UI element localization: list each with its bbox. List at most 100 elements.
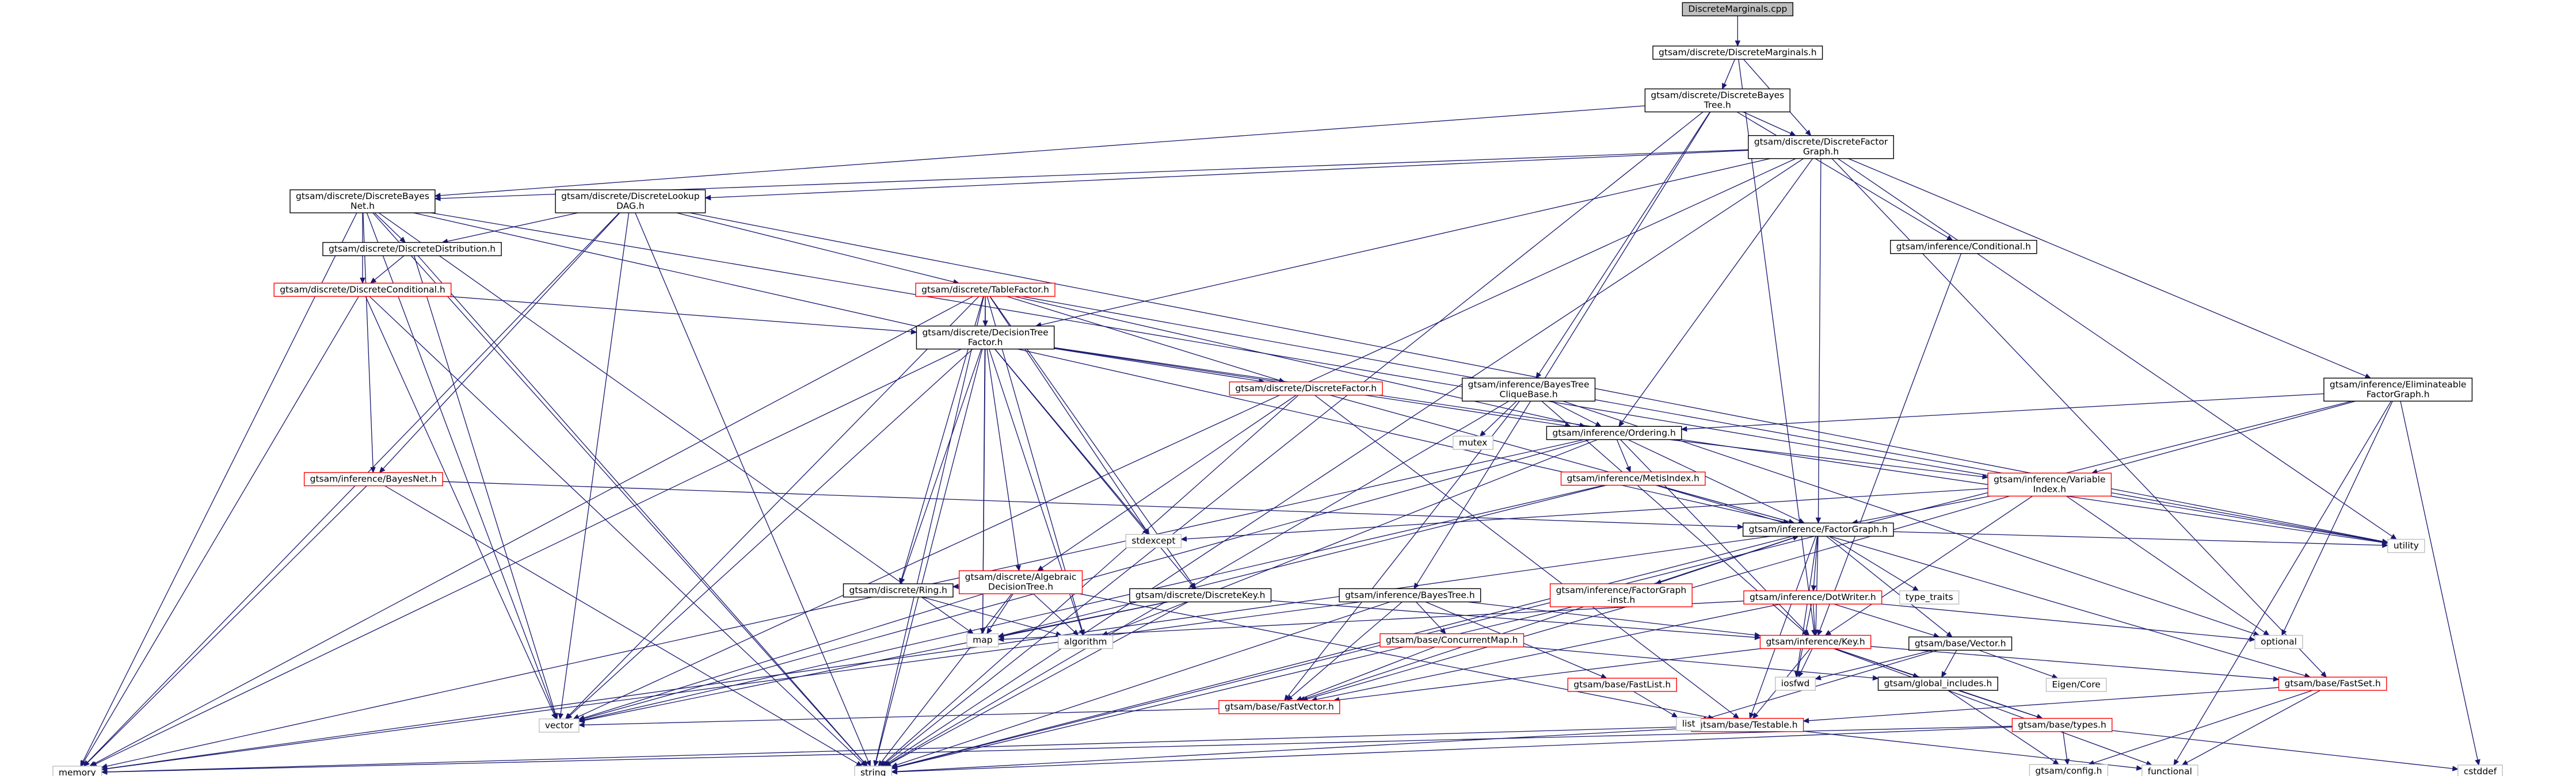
edge-line bbox=[901, 349, 982, 579]
edge-ifg-to-idot bbox=[1811, 536, 1819, 592]
edge-arrowhead bbox=[986, 628, 993, 634]
file-node-btypes[interactable]: gtsam/base/types.h bbox=[2011, 718, 2113, 732]
edge-iorder-to-s-memory bbox=[101, 439, 1584, 769]
node-label: gtsam/discrete/DiscreteMarginals.h bbox=[1659, 47, 1817, 58]
edge-line bbox=[96, 349, 962, 764]
node-box bbox=[958, 570, 1083, 594]
file-node-ifginst[interactable]: gtsam/inference/FactorGraph-inst.h bbox=[1549, 583, 1693, 607]
edge-line bbox=[1416, 601, 1443, 630]
file-node-bvector[interactable]: gtsam/base/Vector.h bbox=[1908, 636, 2013, 651]
edge-arrowhead bbox=[1752, 712, 1759, 719]
edge-dcond-to-ddt bbox=[448, 296, 917, 335]
node-box bbox=[1560, 471, 1706, 486]
file-node-dmarg[interactable]: gtsam/discrete/DiscreteMarginals.h bbox=[1652, 45, 1823, 60]
node-box bbox=[1058, 634, 1114, 649]
edge-dfg-to-iorder bbox=[1618, 158, 1813, 427]
edge-line bbox=[1628, 439, 1800, 521]
node-box bbox=[854, 766, 893, 776]
file-node-s-map: map bbox=[966, 633, 999, 648]
file-node-bcmap[interactable]: gtsam/base/ConcurrentMap.h bbox=[1380, 633, 1525, 648]
node-box bbox=[1748, 135, 1894, 159]
edge-line bbox=[87, 486, 367, 763]
edge-arrowhead bbox=[566, 713, 573, 720]
edge-ivar-to-s-optional bbox=[2066, 495, 2270, 636]
file-node-imetis[interactable]: gtsam/inference/MetisIndex.h bbox=[1560, 471, 1706, 486]
edge-root-to-dmarg bbox=[1735, 16, 1741, 47]
edge-dlookup-to-s-vector bbox=[558, 212, 630, 720]
node-label: gtsam/inference/Conditional.h bbox=[1896, 242, 2031, 252]
file-node-dring[interactable]: gtsam/discrete/Ring.h bbox=[843, 583, 954, 598]
edge-arrowhead bbox=[891, 762, 898, 768]
edge-ibtc-to-iorder bbox=[1551, 400, 1602, 427]
file-node-ikey[interactable]: gtsam/inference/Key.h bbox=[1759, 634, 1872, 649]
file-node-iorder[interactable]: gtsam/inference/Ordering.h bbox=[1546, 426, 1682, 440]
file-node-bfastset[interactable]: gtsam/base/FastSet.h bbox=[2278, 676, 2387, 691]
node-box bbox=[1908, 636, 2013, 651]
node-label: gtsam/discrete/DiscreteFactor.h bbox=[1235, 383, 1377, 393]
file-node-dcond[interactable]: gtsam/discrete/DiscreteConditional.h bbox=[273, 282, 452, 297]
file-node-bfastlist[interactable]: gtsam/base/FastList.h bbox=[1567, 678, 1677, 692]
file-node-bfastvec[interactable]: gtsam/base/FastVector.h bbox=[1218, 699, 1340, 714]
edge-arrowhead bbox=[2136, 765, 2143, 771]
edge-line bbox=[1616, 439, 1629, 468]
edge-dtable-to-s-string bbox=[873, 296, 985, 767]
node-label: Index.h bbox=[2033, 484, 2066, 494]
edge-arrowhead bbox=[2390, 534, 2398, 540]
edge-line bbox=[1751, 536, 1816, 714]
edge-gincl-to-btypes bbox=[1957, 690, 2043, 720]
file-node-icond[interactable]: gtsam/inference/Conditional.h bbox=[1890, 240, 2037, 254]
node-label: gtsam/discrete/DiscreteLookup bbox=[561, 191, 699, 201]
node-box bbox=[1461, 377, 1596, 402]
file-node-root[interactable]: DiscreteMarginals.cpp bbox=[1682, 2, 1793, 17]
file-node-ddist[interactable]: gtsam/discrete/DiscreteDistribution.h bbox=[322, 242, 502, 257]
edge-bfastlist-to-s-list bbox=[1633, 691, 1678, 718]
edge-arrowhead bbox=[878, 760, 884, 767]
node-box bbox=[843, 583, 954, 598]
edge-arrowhead bbox=[578, 722, 585, 728]
edge-ibtree-to-bfastvec bbox=[1286, 601, 1403, 701]
node-label: gtsam/base/types.h bbox=[2018, 720, 2106, 730]
file-node-dkey[interactable]: gtsam/discrete/DiscreteKey.h bbox=[1129, 588, 1272, 603]
file-node-idot[interactable]: gtsam/inference/DotWriter.h bbox=[1743, 590, 1883, 605]
edge-bvector-to-s-iosfwd bbox=[1815, 649, 1934, 681]
edge-arrowhead bbox=[558, 713, 564, 720]
node-label: gtsam/config.h bbox=[2035, 766, 2102, 776]
node-label: DAG.h bbox=[616, 201, 645, 211]
file-node-ifg[interactable]: gtsam/inference/FactorGraph.h bbox=[1742, 522, 1894, 537]
file-node-dtable[interactable]: gtsam/discrete/TableFactor.h bbox=[915, 282, 1055, 297]
file-node-ibtree[interactable]: gtsam/inference/BayesTree.h bbox=[1339, 588, 1481, 603]
edge-line bbox=[584, 439, 1591, 719]
edge-line bbox=[1339, 648, 1761, 701]
edge-dlookup-to-ibnet bbox=[379, 212, 620, 473]
edge-line bbox=[1826, 536, 1949, 634]
file-node-ielim[interactable]: gtsam/inference/EliminateableFactorGraph… bbox=[2323, 377, 2473, 402]
edge-dlookup-to-ddist bbox=[441, 212, 578, 244]
file-node-btestable[interactable]: gtsam/base/Testable.h bbox=[1691, 718, 1804, 732]
edge-imetis-to-ifg bbox=[1657, 484, 1795, 525]
edge-line bbox=[1743, 111, 1791, 134]
edge-line bbox=[635, 212, 869, 762]
edge-dfg-to-bfastset bbox=[1831, 158, 2327, 678]
edge-line bbox=[689, 212, 2383, 542]
edge-line bbox=[1003, 484, 1607, 636]
file-node-gincl[interactable]: gtsam/global_includes.h bbox=[1877, 676, 1999, 691]
edge-line bbox=[1706, 649, 1938, 720]
node-label: functional bbox=[2148, 766, 2192, 776]
edge-ddt-to-s-memory bbox=[90, 349, 962, 767]
edge-line bbox=[1848, 158, 2367, 377]
node-box bbox=[1652, 45, 1823, 60]
file-node-ibnet[interactable]: gtsam/inference/BayesNet.h bbox=[303, 472, 443, 487]
edge-dfg-to-s-string bbox=[882, 158, 1804, 767]
file-node-dfactor[interactable]: gtsam/discrete/DiscreteFactor.h bbox=[1229, 381, 1383, 396]
edge-arrowhead bbox=[910, 329, 917, 335]
edge-line bbox=[1304, 536, 1798, 699]
node-label: string bbox=[860, 767, 886, 776]
